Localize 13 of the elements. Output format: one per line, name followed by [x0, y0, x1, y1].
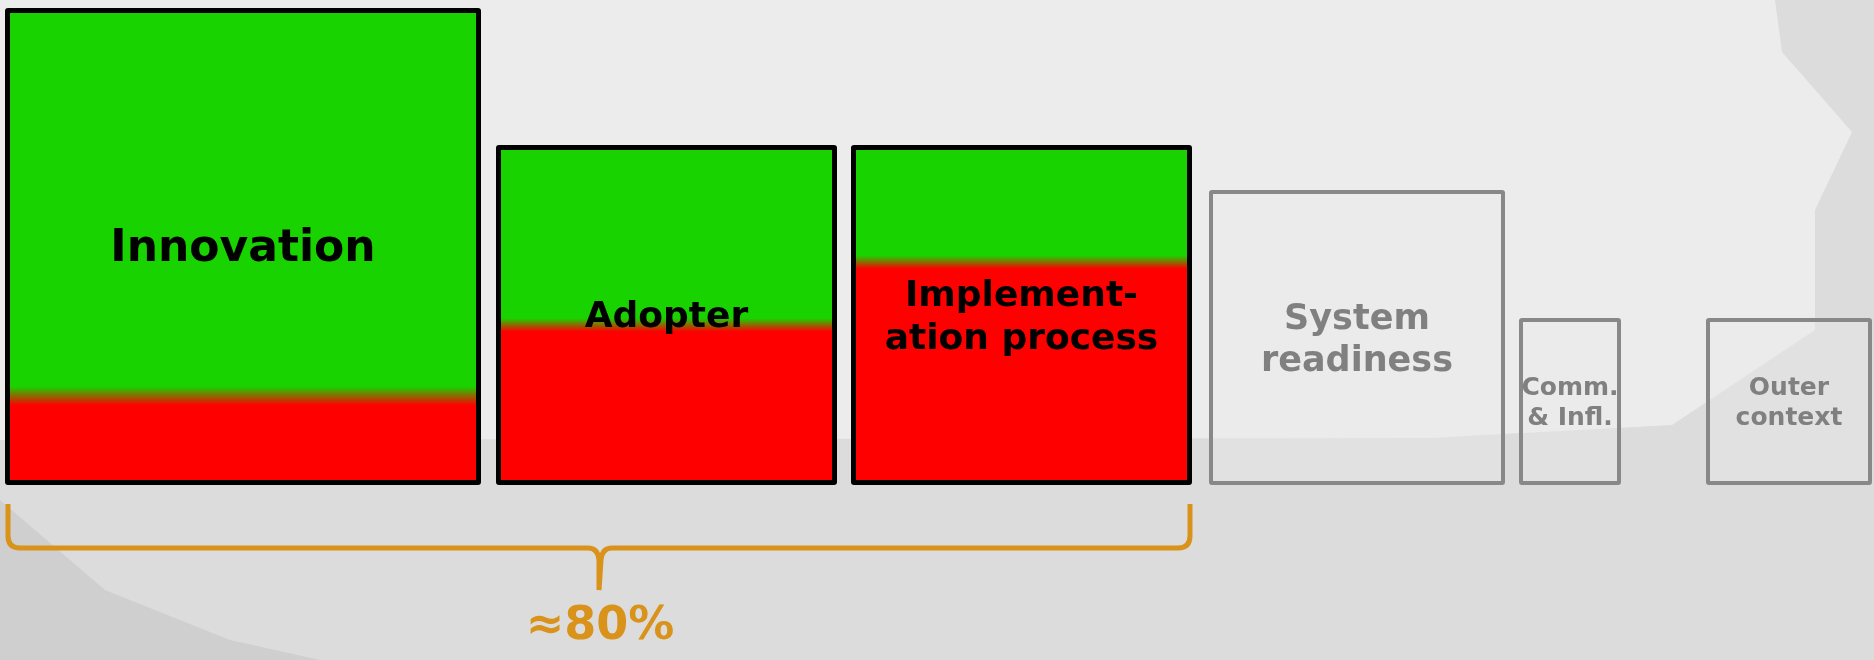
box-label: Implement- ation process: [883, 271, 1160, 359]
factor-box: [1706, 318, 1872, 485]
factor-box: [496, 145, 837, 485]
box-label: System readiness: [1260, 295, 1454, 380]
percentage-label: ≈80%: [524, 600, 676, 646]
box-label: Comm. & Infl.: [1521, 371, 1619, 432]
factor-box: [5, 8, 481, 485]
factor-box: [1519, 318, 1621, 485]
box-label: Innovation: [110, 220, 376, 273]
box-label: Outer context: [1734, 371, 1844, 432]
factor-box: [1209, 190, 1505, 485]
factor-box: [851, 145, 1192, 485]
box-label: Adopter: [584, 293, 749, 337]
